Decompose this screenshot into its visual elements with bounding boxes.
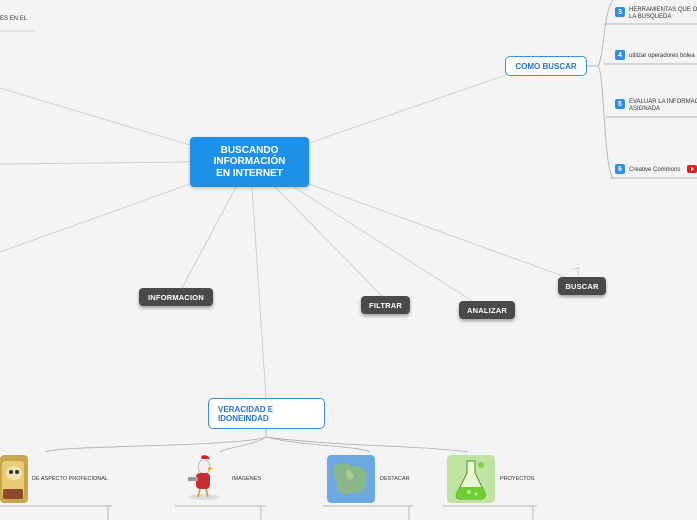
partial-left-text: ES EN EL	[0, 16, 28, 22]
central-topic[interactable]: BUSCANDO INFORMACIÓN EN INTERNET	[190, 137, 309, 187]
chemistry-flask-icon	[447, 455, 495, 503]
item-6-number-badge: 6	[615, 164, 625, 174]
item-5-number-badge: 5	[615, 99, 625, 109]
topic-filtrar[interactable]: FILTRAR	[361, 296, 410, 314]
child-destacar-label[interactable]: DESTACAR	[380, 476, 410, 482]
youtube-icon[interactable]	[687, 165, 697, 173]
topic-veracidad[interactable]: VERACIDAD E IDONEINDAD	[208, 398, 325, 429]
child-aspecto-profecional-label[interactable]: DE ASPECTO PROFECIONAL	[32, 476, 109, 482]
book-cartoon-icon	[0, 455, 28, 503]
topic-analizar-label: ANALIZAR	[467, 305, 507, 315]
item-6-text[interactable]: Creative Commons	[629, 167, 681, 173]
topic-informacion-label: INFORMACION	[148, 292, 204, 302]
child-proyectos-label[interactable]: PROYECTOS	[500, 476, 535, 482]
child-imagenes-label[interactable]: IMAGENES	[232, 476, 262, 482]
topic-buscar[interactable]: BUSCAR	[558, 277, 606, 295]
item-5-text[interactable]: EVALUAR LA INFORMACI ASIGNADA	[629, 99, 697, 112]
europe-map-icon	[327, 455, 375, 503]
item-4-number-badge: 4	[615, 50, 625, 60]
topic-informacion[interactable]: INFORMACION	[139, 288, 213, 306]
item-3-number-badge: 3	[615, 7, 625, 17]
topic-como-buscar[interactable]: COMO BUSCAR	[505, 56, 587, 76]
central-topic-label: BUSCANDO INFORMACIÓN EN INTERNET	[213, 144, 286, 179]
item-4-text[interactable]: utilizar operadores bolea	[629, 53, 695, 59]
topic-como-buscar-label: COMO BUSCAR	[515, 61, 577, 71]
item-3-text[interactable]: HERRAMIENTAS QUE OP LA BUSQUEDA	[629, 7, 697, 20]
topic-buscar-label: BUSCAR	[565, 281, 599, 291]
topic-veracidad-label: VERACIDAD E IDONEINDAD	[218, 404, 274, 423]
topic-filtrar-label: FILTRAR	[369, 300, 402, 310]
chicken-cartoon-icon	[188, 455, 220, 500]
topic-analizar[interactable]: ANALIZAR	[459, 301, 515, 319]
